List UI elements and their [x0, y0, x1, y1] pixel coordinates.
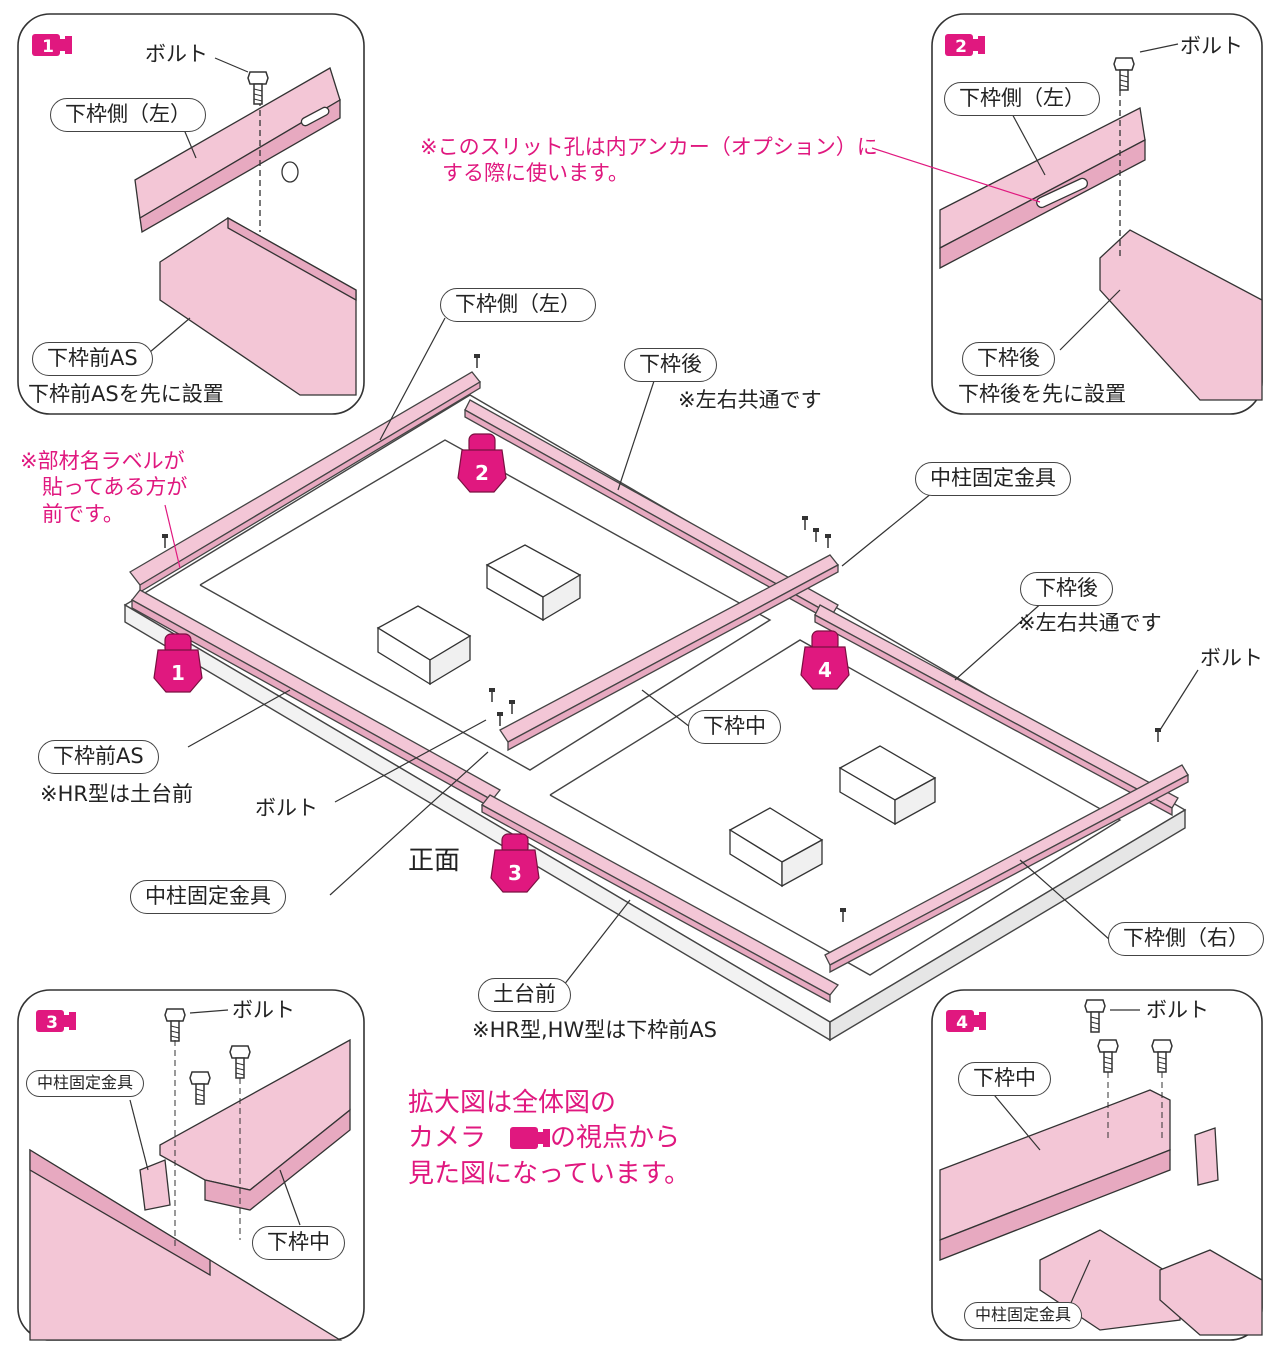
- bolt-icon-b: [161, 533, 169, 549]
- label-back-a: 下枠後: [624, 348, 717, 382]
- inset-4-bracket-label: 中柱固定金具: [964, 1302, 1083, 1329]
- leader-lines: [187, 317, 1199, 991]
- inset-4-bolt-label: ボルト: [1146, 998, 1209, 1022]
- inset-1-part-top-label: 下枠側（左）: [50, 98, 206, 132]
- label-pointer: [164, 504, 181, 569]
- camera-1-number: 1: [42, 37, 54, 57]
- frame-rails: [129, 371, 1189, 1004]
- inset-2-part-bottom-label: 下枠後: [962, 342, 1055, 376]
- inset-1-bolt-label: ボルト: [145, 42, 208, 66]
- label-back-b: 下枠後: [1020, 572, 1113, 606]
- label-note-line-2: 貼ってある方が: [42, 475, 188, 500]
- camera-2-number: 2: [955, 37, 967, 57]
- inset-2-bolt-label: ボルト: [1180, 34, 1243, 58]
- label-note-line-1: ※部材名ラベルが: [20, 449, 185, 473]
- label-back-a-note: ※左右共通です: [678, 388, 822, 412]
- slit-pointer: [871, 147, 1041, 203]
- zoom-note-line-2a: カメラ: [408, 1123, 487, 1154]
- zoom-note-line-1: 拡大図は全体図の: [408, 1088, 617, 1118]
- label-note: ※部材名ラベルが 貼ってある方が 前です。: [20, 448, 187, 527]
- inset-3-beam-label: 下枠中: [252, 1226, 345, 1260]
- label-left-side: 下枠側（左）: [440, 288, 596, 322]
- svg-text:1: 1: [171, 661, 185, 685]
- foundation-slab: [123, 394, 1187, 1042]
- inset-2-note: 下枠後を先に設置: [958, 382, 1126, 406]
- label-base-front-note: ※HR型,HW型は下枠前AS: [472, 1018, 717, 1042]
- bolt-icon-e: [824, 533, 832, 549]
- bolt-icon-c: [801, 515, 809, 531]
- inset-1-note: 下枠前ASを先に設置: [28, 382, 224, 406]
- label-bolt-center: ボルト: [255, 796, 318, 820]
- label-front-as: 下枠前AS: [38, 740, 159, 774]
- inset-4-beam-label: 下枠中: [958, 1062, 1051, 1096]
- slit-note-line-1: ※このスリット孔は内アンカー（オプション）に: [420, 135, 878, 159]
- zoom-note-line-3: 見た図になっています。: [408, 1158, 691, 1189]
- slit-note: ※このスリット孔は内アンカー（オプション）に する際に使います。: [420, 134, 878, 187]
- blocks: [376, 544, 937, 888]
- inset-1-part-bottom-label: 下枠前AS: [32, 342, 153, 376]
- slit-note-line-2: する際に使います。: [442, 161, 629, 186]
- label-center-bracket-bottom: 中柱固定金具: [130, 880, 286, 914]
- label-middle: 下枠中: [688, 710, 781, 744]
- bolt-icon-d: [812, 527, 820, 543]
- camera-3-number: 3: [46, 1013, 58, 1033]
- label-right-side: 下枠側（右）: [1108, 922, 1264, 956]
- zoom-note: 拡大図は全体図の カメラ の視点から 見た図になっています。: [408, 1086, 690, 1192]
- label-base-front: 土台前: [478, 978, 571, 1012]
- label-center-bracket-top: 中柱固定金具: [915, 462, 1071, 496]
- zoom-note-line-2b: の視点から: [550, 1123, 681, 1154]
- inset-3-drawing: [29, 1038, 351, 1341]
- bolt-icon-i: [1154, 727, 1162, 743]
- svg-text:3: 3: [508, 861, 522, 885]
- label-bolt-right: ボルト: [1200, 646, 1263, 670]
- camera-4-number: 4: [956, 1013, 968, 1033]
- inset-3-bracket-label: 中柱固定金具: [26, 1070, 145, 1097]
- inset-3-bolt-label: ボルト: [232, 998, 295, 1022]
- label-front-view: 正面: [408, 846, 461, 876]
- bolt-icon-a: [473, 353, 481, 369]
- zoom-note-line-2: カメラ の視点から: [408, 1121, 690, 1156]
- svg-text:4: 4: [818, 658, 832, 682]
- inset-2-drawing: [939, 90, 1263, 401]
- label-front-as-note: ※HR型は土台前: [40, 782, 193, 806]
- svg-text:2: 2: [475, 461, 489, 485]
- inset-1-drawing: [134, 67, 357, 396]
- label-back-b-note: ※左右共通です: [1018, 611, 1162, 635]
- inset-2-part-top-label: 下枠側（左）: [944, 82, 1100, 116]
- label-note-line-3: 前です。: [42, 501, 124, 526]
